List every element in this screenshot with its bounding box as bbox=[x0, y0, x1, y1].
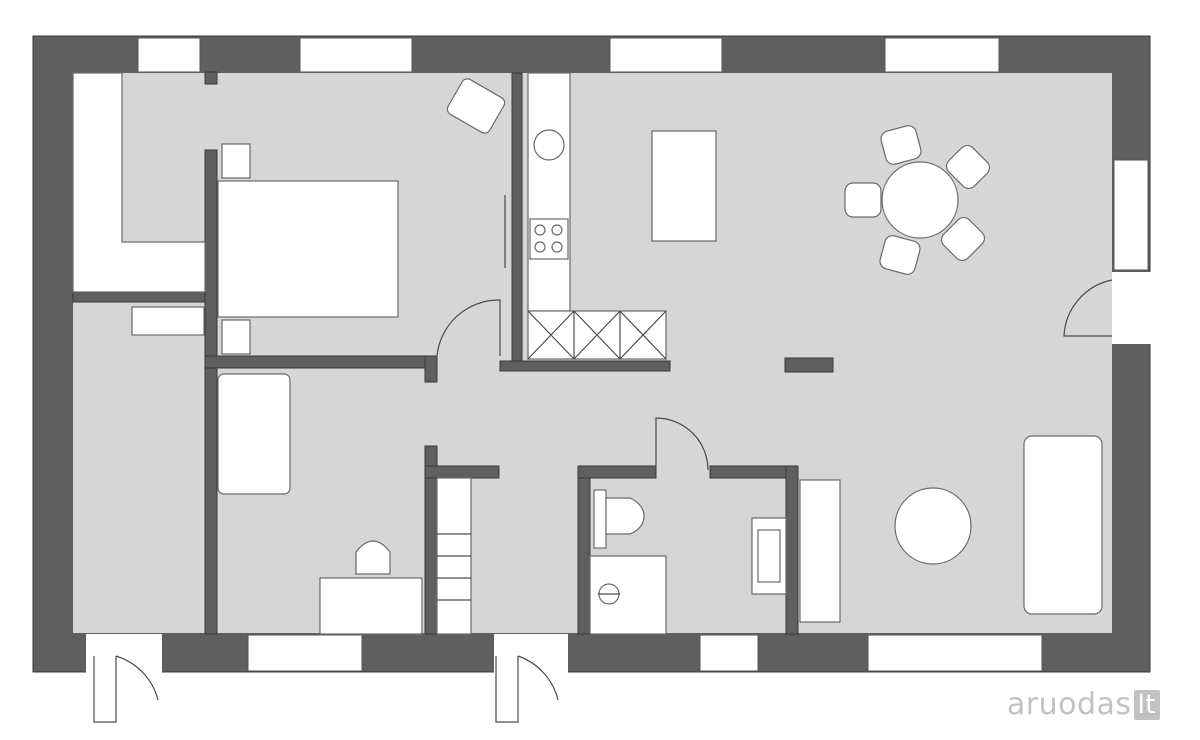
kitchen-sink bbox=[533, 129, 565, 161]
burner-2 bbox=[551, 224, 563, 236]
storage-wardrobe bbox=[72, 72, 206, 293]
toilet-tank bbox=[593, 489, 607, 549]
desk-chair bbox=[355, 540, 391, 575]
closet-dividers bbox=[437, 533, 471, 601]
wall-storage-bedroom bbox=[72, 291, 208, 303]
wall-top-stub bbox=[204, 71, 218, 85]
window-bottom-3 bbox=[867, 634, 1043, 672]
dining-chair-2 bbox=[945, 144, 991, 190]
window-top-4 bbox=[884, 37, 1000, 73]
desk bbox=[319, 577, 423, 635]
door-opening-entry bbox=[494, 634, 568, 674]
kitchen-island bbox=[651, 130, 717, 242]
exterior-door-left bbox=[93, 655, 159, 723]
wall-bedroom-left bbox=[204, 149, 218, 635]
wall-closet-top bbox=[424, 465, 500, 479]
exterior-door-right bbox=[1063, 279, 1113, 337]
door-opening-left bbox=[86, 634, 162, 674]
wall-bath-top-right bbox=[709, 465, 799, 479]
burner-1 bbox=[534, 224, 546, 236]
daybed bbox=[217, 373, 291, 495]
bedroom-door-swing bbox=[436, 299, 501, 357]
dining-chair-5 bbox=[879, 235, 921, 275]
window-top-1 bbox=[137, 37, 201, 73]
wall-kitchen-bottom bbox=[499, 360, 671, 372]
coffee-table bbox=[894, 487, 972, 565]
storage-shelf bbox=[131, 306, 205, 336]
exterior-door-entry bbox=[495, 655, 559, 723]
bath-basin bbox=[757, 529, 781, 583]
door-opening-right bbox=[1112, 272, 1152, 344]
cabinet-crosses bbox=[527, 310, 667, 360]
wall-bath-left bbox=[577, 465, 591, 635]
window-bottom-2 bbox=[699, 634, 759, 672]
nightstand-bottom bbox=[221, 319, 251, 355]
wall-divider-stub bbox=[784, 357, 834, 373]
watermark-logo-icon: lt bbox=[1133, 689, 1160, 720]
window-right bbox=[1113, 159, 1149, 271]
bathroom-door-swing bbox=[655, 417, 709, 471]
watermark-text: aruodas bbox=[1006, 687, 1132, 722]
window-top-2 bbox=[299, 37, 413, 73]
burner-3 bbox=[534, 241, 546, 253]
sofa bbox=[1023, 435, 1103, 615]
wall-kitchen-left bbox=[511, 72, 523, 372]
dining-chair-3 bbox=[844, 182, 882, 218]
window-top-3 bbox=[609, 37, 723, 73]
armchair bbox=[446, 78, 506, 134]
bed bbox=[217, 180, 399, 318]
kitchen-counter bbox=[527, 72, 571, 312]
toilet-bowl bbox=[605, 497, 645, 535]
wall-bath-right bbox=[785, 465, 799, 635]
nightstand-top bbox=[221, 143, 251, 179]
dining-chair-4 bbox=[940, 216, 986, 262]
dining-table bbox=[881, 161, 959, 239]
wall-bedroom-bottom bbox=[204, 355, 438, 369]
window-bottom-1 bbox=[247, 634, 363, 672]
wall-bath-top bbox=[577, 465, 657, 479]
wall-bedroom-stub bbox=[424, 355, 438, 383]
stove bbox=[529, 218, 569, 260]
burner-4 bbox=[551, 241, 563, 253]
tv-cabinet bbox=[799, 479, 841, 623]
dining-chair-1 bbox=[880, 125, 922, 165]
